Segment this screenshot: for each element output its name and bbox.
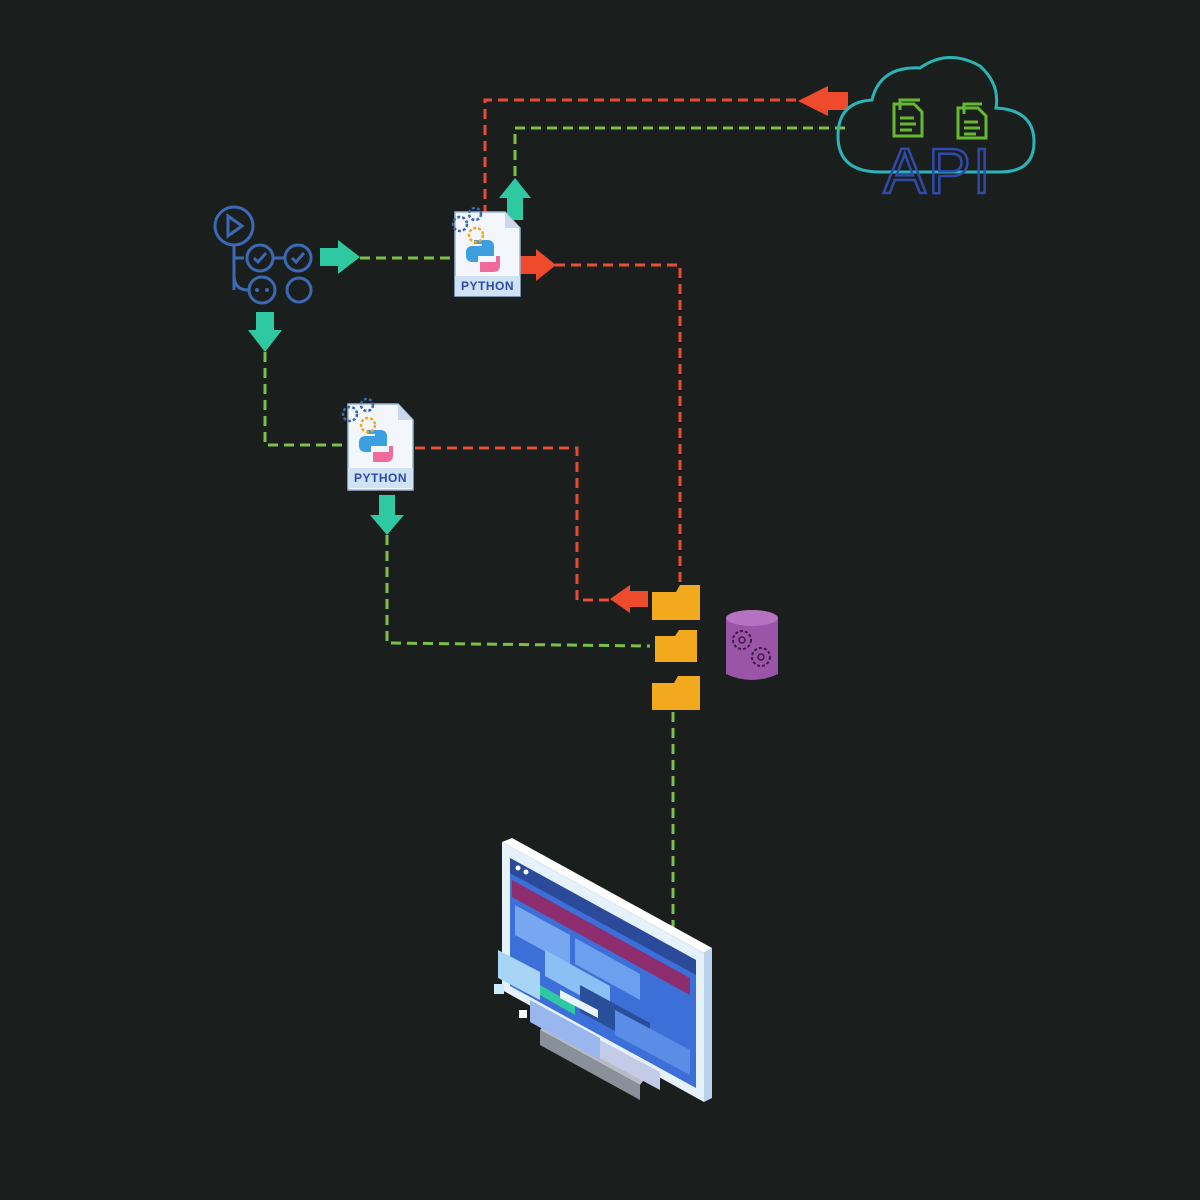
api-label: API xyxy=(883,135,992,207)
green-line-workflow-to-python-bottom xyxy=(263,352,345,447)
teal-arrow-down-2 xyxy=(370,495,404,535)
red-arrow-left-folder xyxy=(610,585,648,613)
database-gears-icon xyxy=(726,610,778,680)
red-arrow-left-top xyxy=(798,86,848,116)
teal-arrow-down xyxy=(248,312,282,352)
green-line-python-bottom-to-folder2 xyxy=(385,535,651,648)
folder-icon-2 xyxy=(655,630,697,662)
folder-icon-1 xyxy=(652,585,700,620)
teal-arrow-up xyxy=(499,178,531,220)
python-script-icon-bottom: PYTHON xyxy=(341,397,414,491)
red-line-python-to-api xyxy=(483,98,848,215)
python-script-icon-top: PYTHON xyxy=(451,206,521,297)
red-line-python-bottom-to-folder xyxy=(415,446,612,602)
green-line-api-to-python xyxy=(513,126,845,180)
red-line-python-to-folder xyxy=(555,263,682,585)
python-top-label: PYTHON xyxy=(461,279,514,293)
cloud-api-icon: API xyxy=(836,56,1036,208)
arrows xyxy=(248,86,848,613)
document-icon-2 xyxy=(956,102,988,140)
folder-icon-3 xyxy=(652,676,700,710)
folder-stack xyxy=(652,585,700,710)
teal-arrow-right xyxy=(320,240,360,274)
document-icon-1 xyxy=(892,98,924,138)
connectors xyxy=(263,98,848,930)
web-dashboard-monitor-icon xyxy=(494,838,712,1102)
python-bottom-label: PYTHON xyxy=(354,471,407,485)
github-actions-workflow-icon xyxy=(213,205,313,305)
red-arrow-right xyxy=(520,249,556,281)
